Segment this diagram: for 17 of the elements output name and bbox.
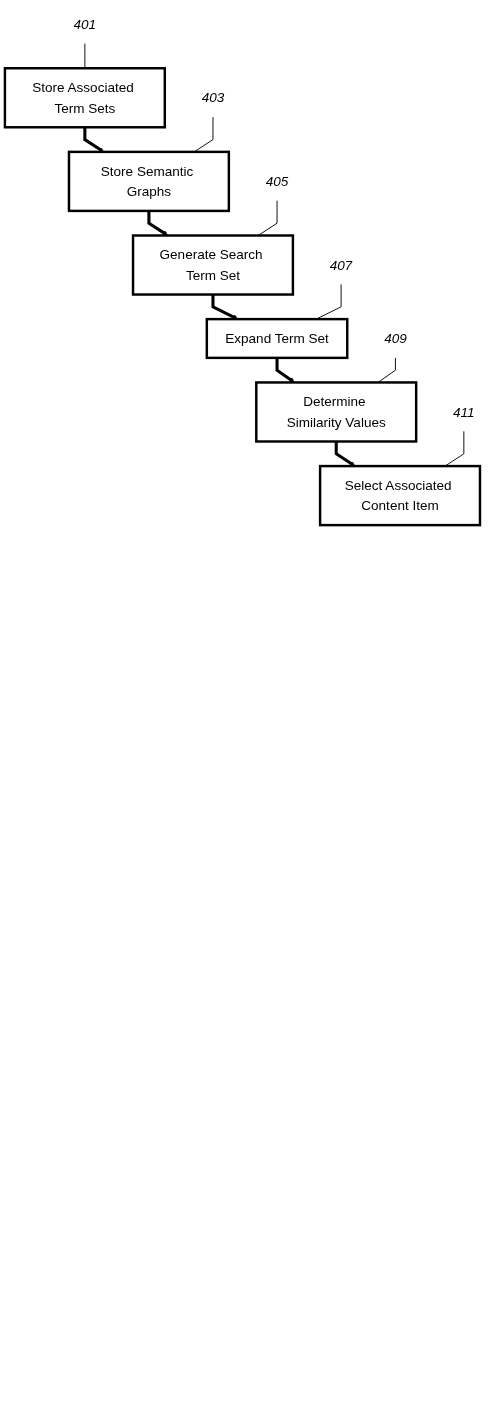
- arrow: [147, 210, 168, 236]
- node-text: 409: [384, 330, 407, 347]
- node-text: 401: [73, 16, 97, 32]
- node-text: 403: [201, 90, 225, 106]
- node-box: Store Semantic Graphs: [67, 150, 231, 213]
- node-box: Store Associated Term Sets: [3, 67, 167, 129]
- node-box: Expand Term Set: [205, 317, 349, 360]
- node-box: Select Associated Content Item: [318, 464, 482, 527]
- node-box: Determine Similarity Values: [255, 381, 418, 443]
- arrow: [211, 294, 239, 320]
- node-box: Generate Search Term Set: [131, 234, 295, 296]
- arrow: [334, 441, 356, 467]
- node-text: 411: [453, 404, 475, 420]
- connector: [84, 43, 86, 69]
- node-text: 407: [329, 257, 353, 273]
- node-text: 405: [265, 173, 289, 190]
- arrow: [275, 357, 295, 383]
